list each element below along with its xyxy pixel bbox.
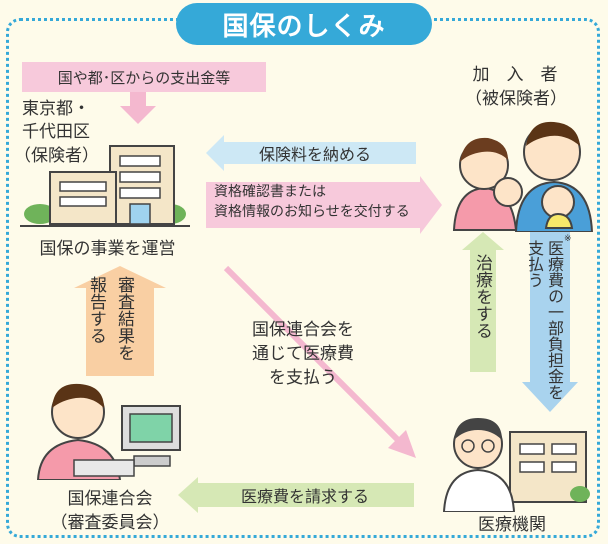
insurer-line2: 千代田区 [22,122,90,142]
family-illustration [452,121,594,232]
copay-note-mark: ※ [564,234,572,244]
federation-line1: 国保連合会 [67,489,153,509]
pay-via-line3: を支払う [269,368,337,388]
treatment-arrow [462,232,504,372]
issue-cert-label: 資格確認書または 資格情報のお知らせを交付する [214,182,410,222]
insurer-line3: （保険者） [14,146,99,166]
claim-label: 医療費を請求する [240,487,369,506]
funding-source-label: 国や都･区からの支出金等 [57,68,231,87]
claim-arrow [178,477,414,513]
issue-cert-arrow [206,176,442,234]
pay-via-line1: 国保連合会を [252,320,354,340]
issue-cert-line2: 資格情報のお知らせを交付する [214,204,410,220]
issue-cert-line1: 資格確認書または [214,184,326,200]
copay-label: 医療費の一部負担金を支払う [525,240,564,400]
diagram-title: 国保のしくみ [176,3,432,45]
pay-via-federation-label: 国保連合会を 通じて医療費 を支払う [228,318,378,390]
funding-source-box: 国や都･区からの支出金等 [22,62,266,92]
report-label: 審査結果を 報告する [86,276,134,361]
insured-line1: 加 入 者 [472,65,558,85]
insurer-line1: 東京都・ [22,99,90,119]
report-col1: 審査結果を [114,276,134,361]
city-hall-illustration [20,145,190,227]
insurer-caption: 国保の事業を運営 [39,239,176,259]
report-col2: 報告する [86,276,106,344]
pay-premium-arrow [206,135,416,171]
pay-via-line2: 通じて医療費 [252,344,354,364]
copay-arrow [522,232,578,412]
federation-line2: （審査委員会） [50,513,170,533]
doctor-hospital-illustration [442,418,590,512]
medical-caption: 医療機関 [478,515,546,535]
insured-line2: （被保険者） [465,89,567,109]
funding-arrow [120,92,156,124]
federation-illustration [36,383,181,480]
pay-via-federation-arrow [223,265,416,458]
report-arrow [74,266,166,376]
treatment-label: 治療をする [472,254,492,339]
pay-premium-label: 保険料を納める [258,145,371,164]
